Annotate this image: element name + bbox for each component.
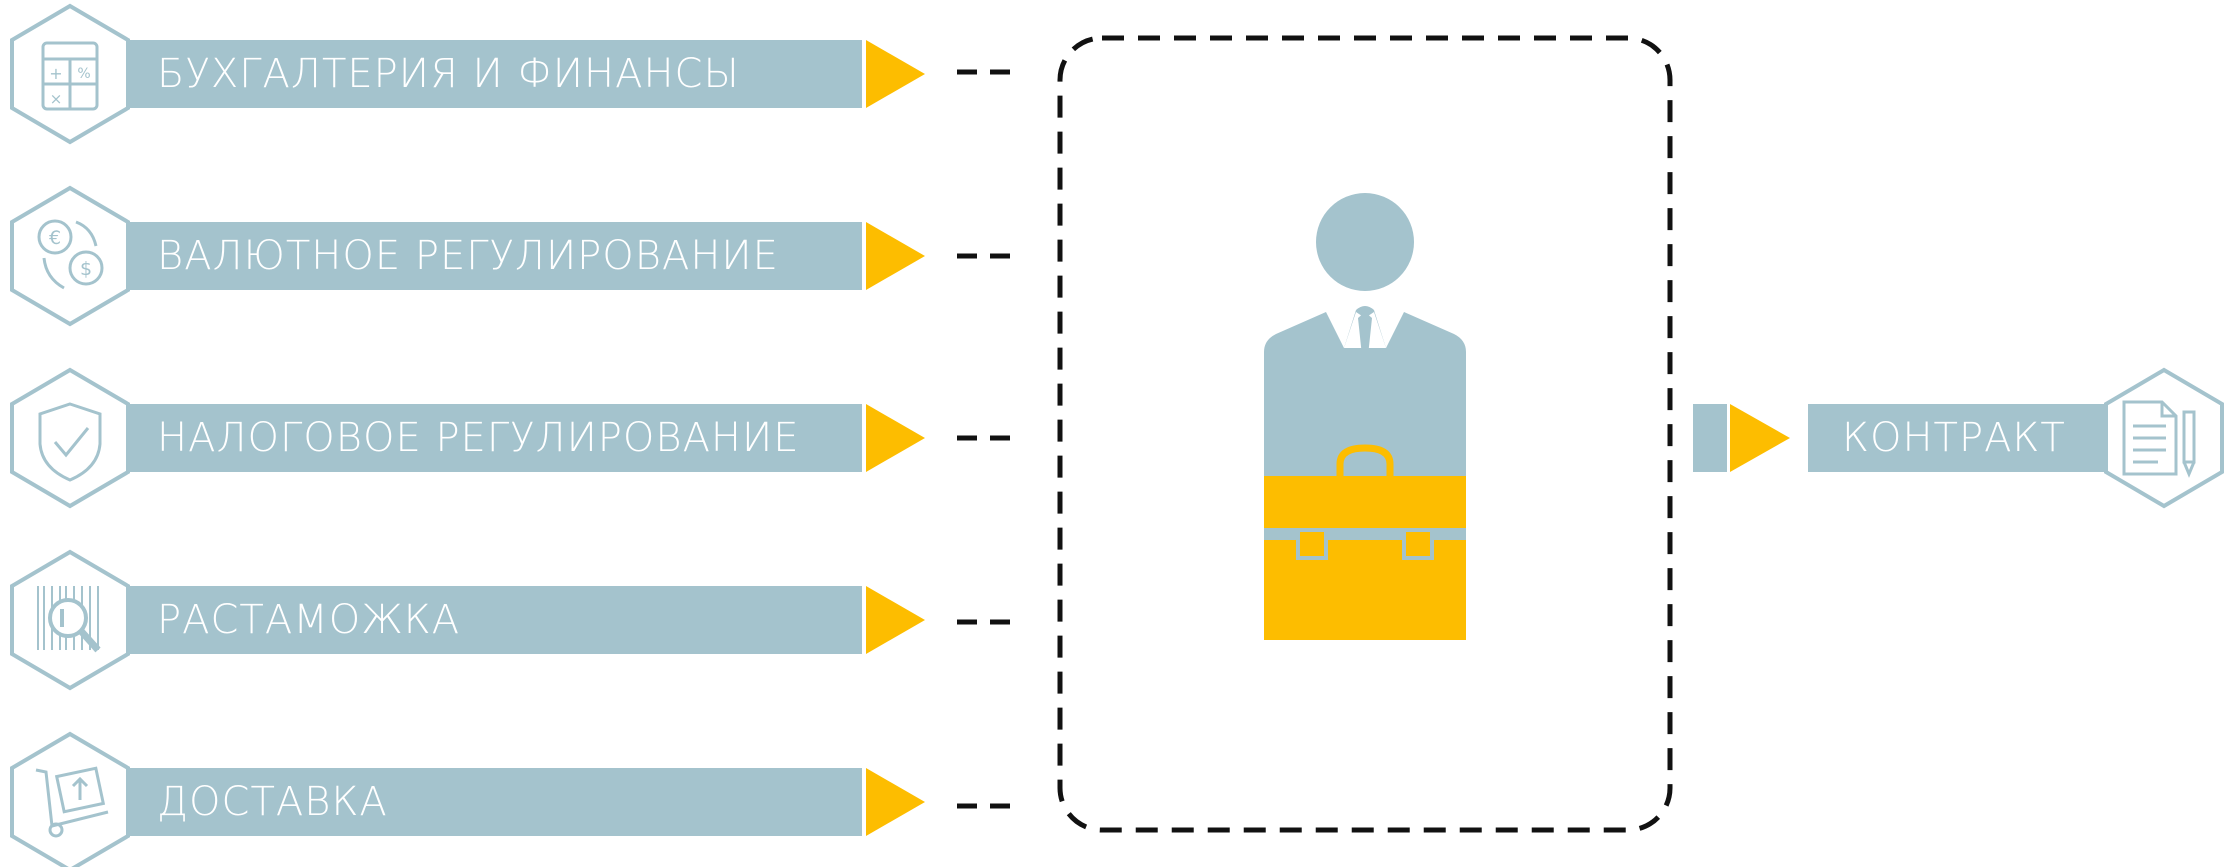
input-label-tax: НАЛОГОВОЕ РЕГУЛИРОВАНИЕ bbox=[157, 415, 800, 461]
person-body bbox=[1264, 306, 1466, 478]
briefcase-clasp-right bbox=[1402, 528, 1434, 560]
briefcase-handle bbox=[1336, 444, 1394, 478]
input-label-accounting: БУХГАЛТЕРИЯ И ФИНАНСЫ bbox=[157, 51, 740, 97]
input-bar-accounting bbox=[92, 40, 862, 108]
briefcase-bottom bbox=[1264, 540, 1466, 640]
output-bar-contract bbox=[1808, 404, 2124, 472]
briefcase-clasp-left bbox=[1296, 528, 1328, 560]
briefcase-band bbox=[1264, 528, 1466, 540]
svg-text:×: × bbox=[50, 90, 63, 108]
output-arrow-triangle bbox=[1730, 404, 1790, 472]
arrow-triangle-1 bbox=[866, 40, 925, 108]
shield-check-icon bbox=[10, 367, 130, 509]
input-label-delivery: ДОСТАВКА bbox=[157, 779, 388, 825]
output-label-contract: КОНТРАКТ bbox=[1842, 415, 2066, 461]
svg-text:$: $ bbox=[80, 258, 92, 280]
briefcase-top bbox=[1264, 476, 1466, 528]
input-label-customs: РАСТАМОЖКА bbox=[157, 597, 461, 643]
arrow-triangle-5 bbox=[866, 768, 925, 836]
arrow-triangle-4 bbox=[866, 586, 925, 654]
currency-exchange-icon: € $ bbox=[10, 185, 130, 327]
svg-text:+: + bbox=[49, 64, 62, 83]
dashed-frame bbox=[1057, 35, 1673, 833]
svg-text:%: % bbox=[77, 66, 90, 82]
input-bar-currency bbox=[92, 222, 862, 290]
arrow-triangle-2 bbox=[866, 222, 925, 290]
input-label-currency: ВАЛЮТНОЕ РЕГУЛИРОВАНИЕ bbox=[157, 233, 779, 279]
input-bar-tax bbox=[92, 404, 862, 472]
delivery-cart-icon bbox=[10, 731, 130, 867]
svg-text:€: € bbox=[49, 227, 61, 249]
calculator-icon: + % × bbox=[10, 3, 130, 145]
document-pen-icon bbox=[2104, 367, 2224, 509]
input-bar-customs bbox=[92, 586, 862, 654]
barcode-search-icon bbox=[10, 549, 130, 691]
arrow-triangle-3 bbox=[866, 404, 925, 472]
person-head bbox=[1316, 193, 1414, 291]
output-stub-bar bbox=[1693, 404, 1727, 472]
businessman-briefcase-icon bbox=[1264, 193, 1466, 640]
input-bar-delivery bbox=[92, 768, 862, 836]
